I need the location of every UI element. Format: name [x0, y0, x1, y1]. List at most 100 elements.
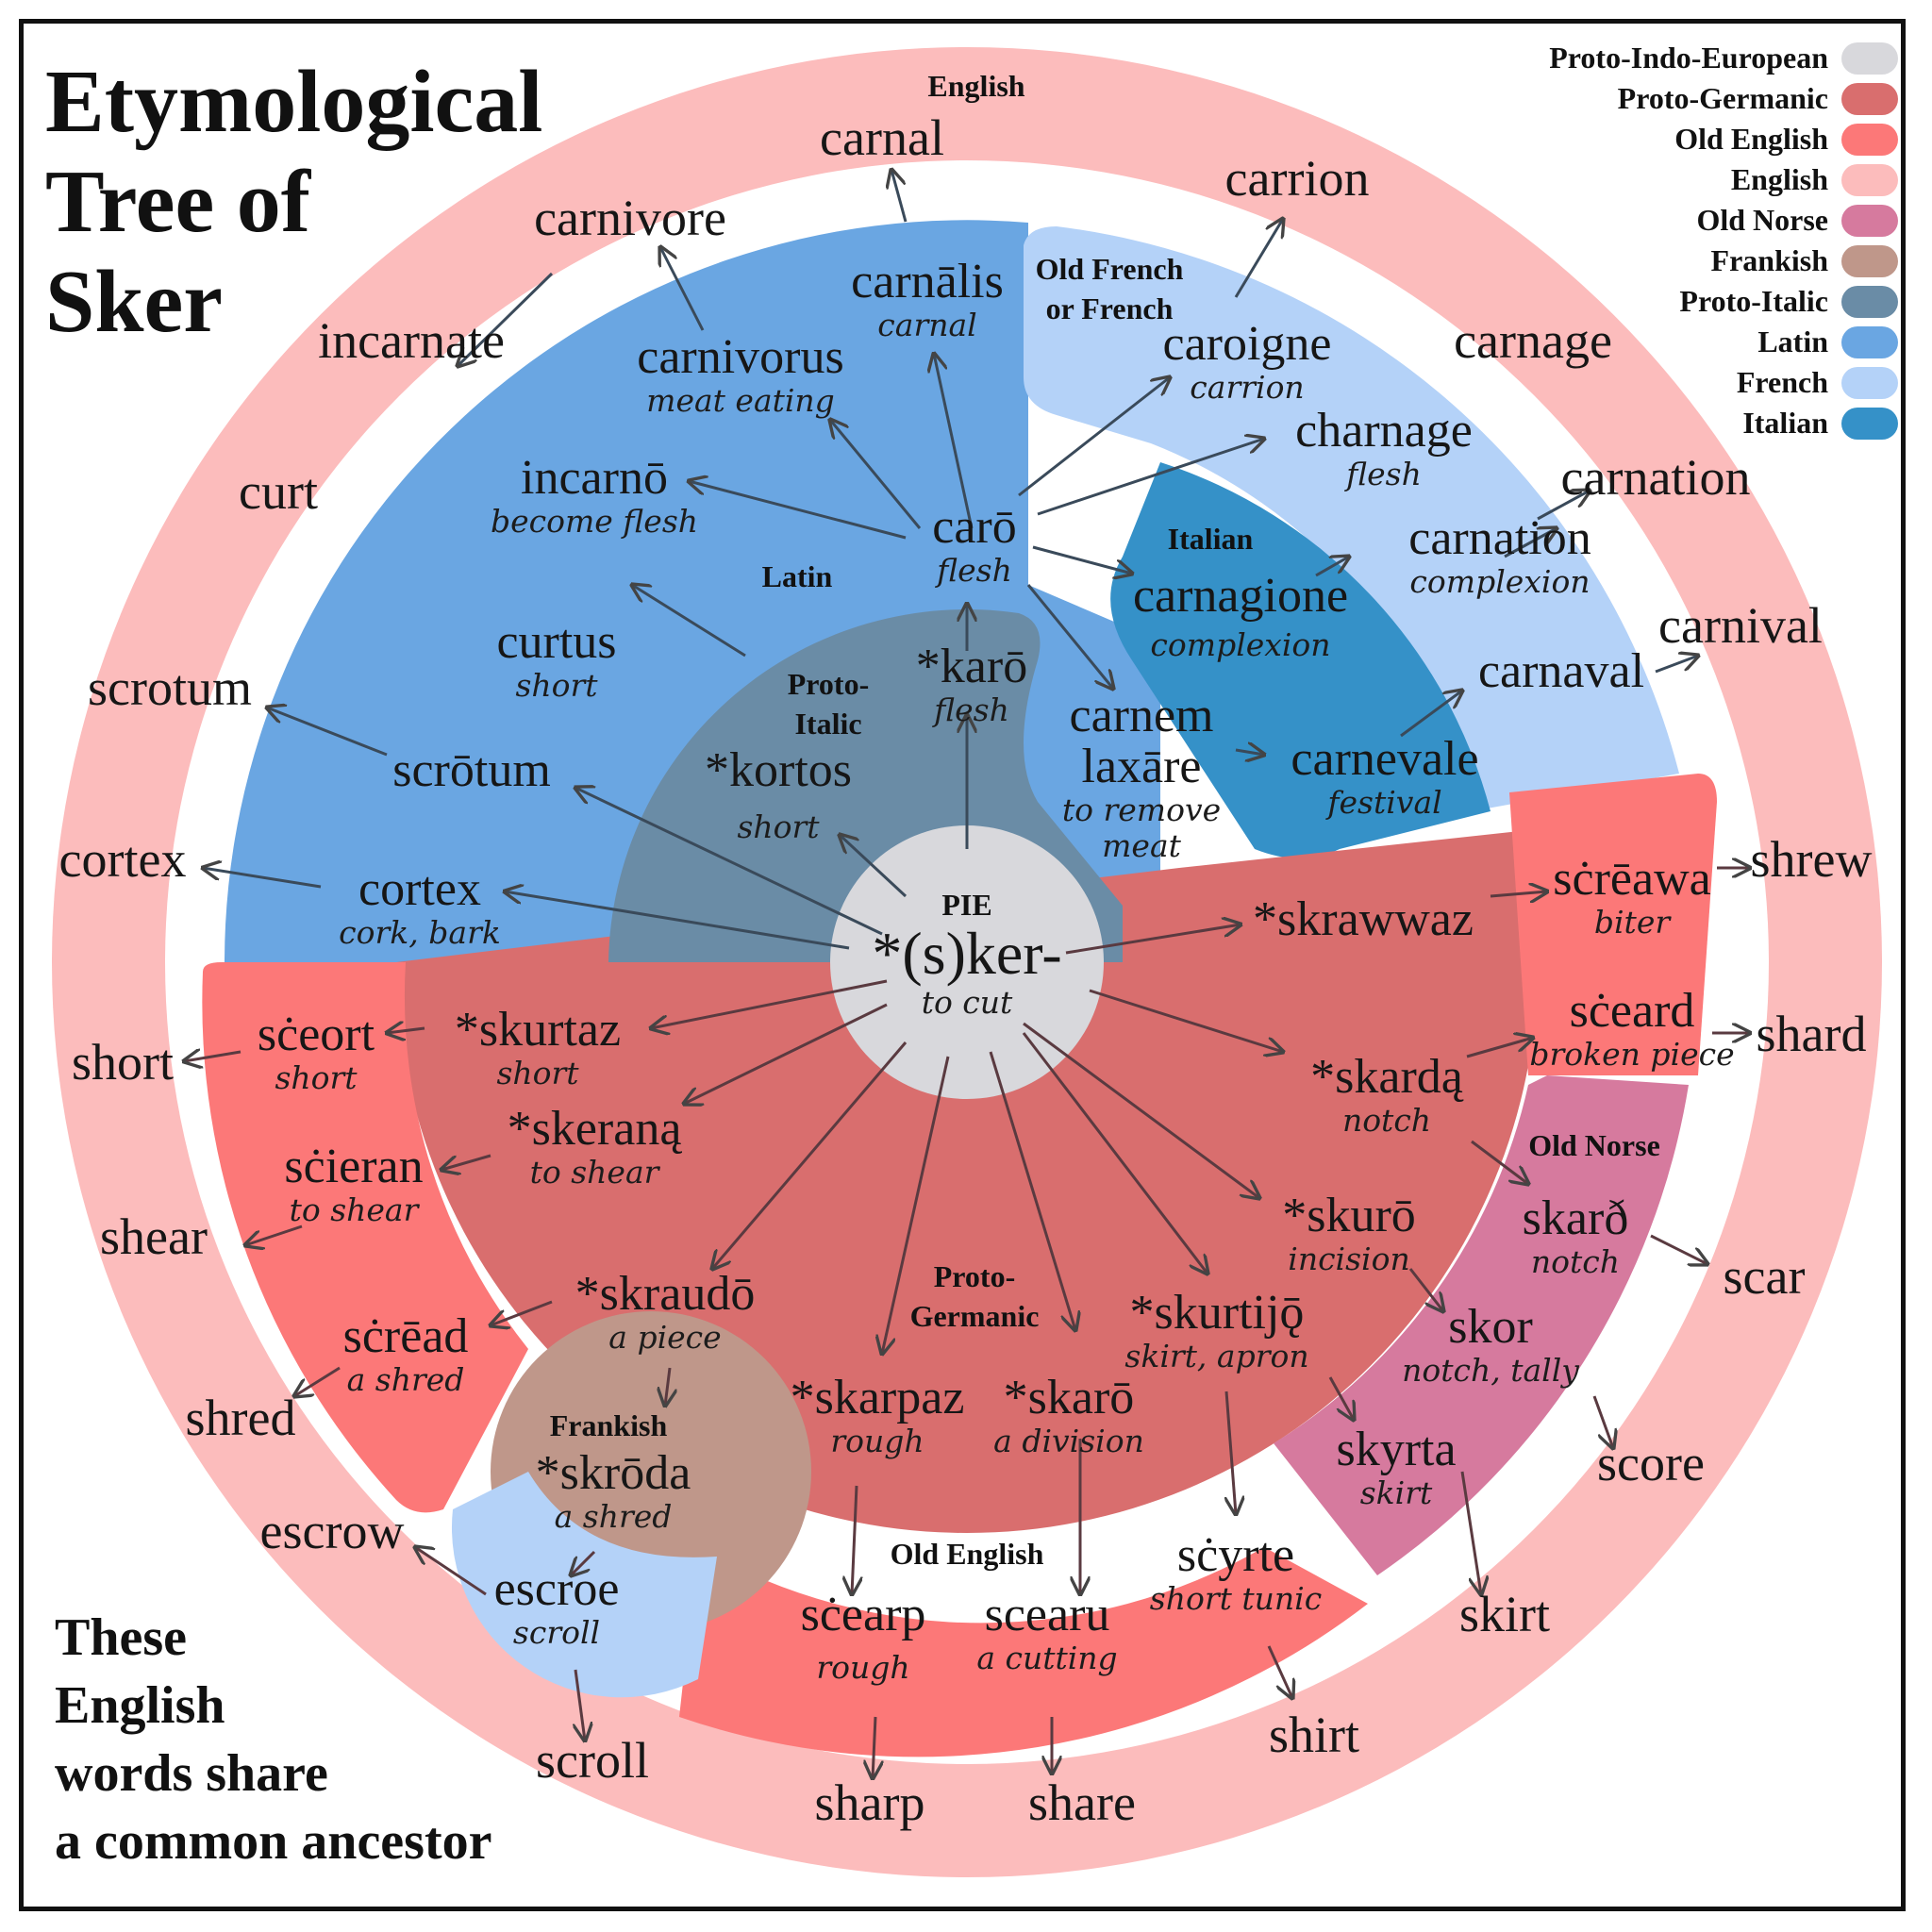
english-word: shard: [1756, 1006, 1867, 1062]
legend-item: Frankish: [1549, 241, 1898, 281]
english-word: carnivore: [534, 190, 726, 246]
word-node: scrōtum: [392, 743, 551, 797]
english-word: short: [72, 1034, 174, 1091]
old-english-left: [202, 962, 528, 1513]
english-word: incarnate: [318, 312, 505, 369]
subtitle-line-2: English: [55, 1676, 225, 1735]
legend-item: Italian: [1549, 403, 1898, 443]
region-label-proto-germanic-2: Germanic: [909, 1299, 1040, 1333]
region-label-old-norse: Old Norse: [1528, 1128, 1660, 1162]
legend: Proto-Indo-European Proto-Germanic Old E…: [1549, 38, 1898, 443]
english-word: scroll: [536, 1732, 649, 1789]
legend-item: Proto-Germanic: [1549, 78, 1898, 119]
page-title: Etymological Tree of Sker: [45, 52, 542, 352]
legend-swatch: [1841, 123, 1898, 156]
english-word: carnival: [1658, 597, 1823, 654]
legend-item: Latin: [1549, 322, 1898, 362]
region-label-english: English: [927, 69, 1025, 103]
legend-swatch: [1841, 325, 1898, 358]
root-node: PIE *(s)ker- to cut: [872, 888, 1062, 1021]
word-node: *skrawwaz: [1253, 892, 1474, 946]
english-word: sharp: [814, 1774, 925, 1831]
english-word: scrotum: [88, 659, 252, 716]
subtitle-line-1: These: [55, 1608, 187, 1667]
old-norse-region: [1274, 1075, 1689, 1575]
legend-item: Proto-Italic: [1549, 281, 1898, 322]
legend-swatch: [1841, 407, 1898, 440]
english-word: shear: [100, 1208, 208, 1265]
region-label-frankish: Frankish: [549, 1408, 668, 1442]
region-label-proto-germanic-1: Proto-: [933, 1259, 1016, 1293]
english-word: curt: [239, 463, 318, 520]
english-word: share: [1028, 1774, 1136, 1831]
legend-swatch: [1841, 163, 1898, 196]
legend-swatch: [1841, 204, 1898, 237]
english-word: score: [1597, 1435, 1705, 1491]
region-label-latin: Latin: [761, 559, 833, 593]
region-label-italian: Italian: [1167, 522, 1254, 556]
legend-swatch: [1841, 244, 1898, 277]
subtitle: These English words share a common ances…: [55, 1604, 491, 1875]
english-word: escrow: [259, 1503, 405, 1559]
region-label-proto-italic-2: Italic: [794, 707, 862, 741]
english-word: scar: [1723, 1248, 1806, 1305]
legend-item: English: [1549, 159, 1898, 200]
legend-item: Proto-Indo-European: [1549, 38, 1898, 78]
legend-item: Old English: [1549, 119, 1898, 159]
english-word: cortex: [58, 831, 187, 888]
title-line-1: Etymological: [45, 53, 543, 151]
word-node: carnaval: [1477, 644, 1645, 698]
english-word: shrew: [1750, 831, 1873, 888]
region-label-old-french-1: Old French: [1035, 252, 1184, 286]
title-line-3: Sker: [45, 253, 223, 351]
subtitle-line-4: a common ancestor: [55, 1812, 492, 1871]
english-word: shirt: [1268, 1707, 1360, 1763]
region-label-proto-italic-1: Proto-: [787, 667, 870, 701]
english-word: carnal: [820, 109, 944, 166]
legend-swatch: [1841, 42, 1898, 75]
legend-item: Old Norse: [1549, 200, 1898, 241]
english-word: carnage: [1454, 312, 1612, 369]
subtitle-line-3: words share: [55, 1744, 328, 1803]
title-line-2: Tree of: [45, 153, 310, 251]
old-english-right: [1509, 774, 1717, 1075]
old-english-bottom: [679, 1547, 1368, 1757]
english-word: carrion: [1224, 150, 1370, 207]
english-word: shred: [185, 1390, 296, 1446]
legend-swatch: [1841, 285, 1898, 318]
region-label-old-french-2: or French: [1045, 291, 1174, 325]
french-escroe-region: [451, 1472, 717, 1698]
